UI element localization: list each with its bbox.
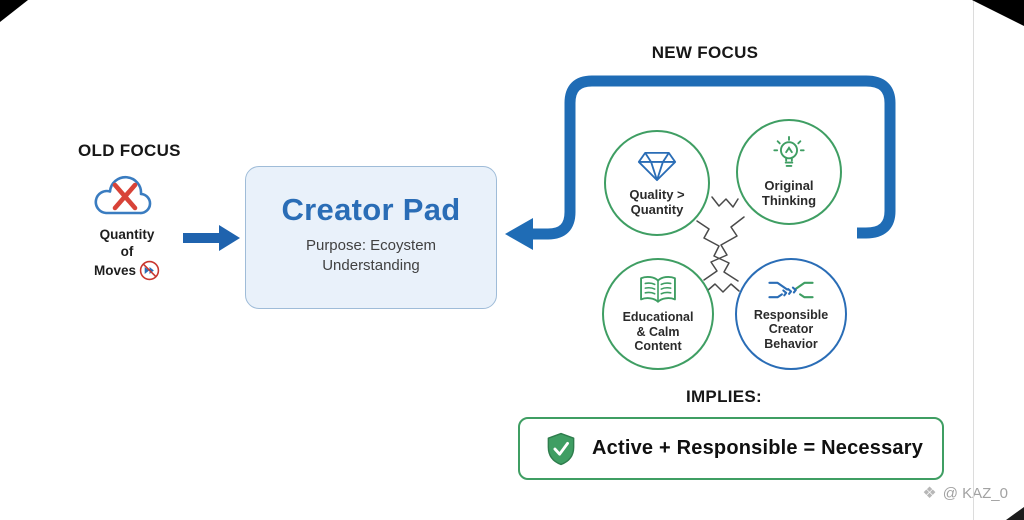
gem-logo-icon: ❖ xyxy=(922,484,937,502)
implies-card: Active + Responsible = Necessary xyxy=(518,417,944,480)
implies-statement: Active + Responsible = Necessary xyxy=(592,437,924,459)
lightbulb-icon xyxy=(771,136,807,174)
no-fast-forward-icon xyxy=(139,260,160,281)
open-book-icon xyxy=(637,274,679,306)
watermark-text: @ KAZ_0 xyxy=(942,485,1008,502)
old-focus-heading: OLD FOCUS xyxy=(78,141,181,160)
creator-pad-title: Creator Pad xyxy=(281,192,461,227)
frame-corner-top-left xyxy=(0,0,28,22)
frame-corner-top-right xyxy=(972,0,1024,26)
watermark: ❖ @ KAZ_0 xyxy=(922,485,1008,502)
focus-circle-quality: Quality > Quantity xyxy=(604,130,710,236)
diamond-icon xyxy=(637,150,677,183)
circle-label: Responsible Creator Behavior xyxy=(753,307,829,351)
caption-line: Quantity xyxy=(99,227,155,242)
focus-circle-educational: Educational & Calm Content xyxy=(602,258,714,370)
circle-label: Educational & Calm Content xyxy=(622,310,694,354)
old-focus-caption: Quantity of Moves xyxy=(78,226,176,281)
circle-label: Original Thinking xyxy=(761,178,817,208)
arrow-right-icon xyxy=(183,221,241,255)
frame-edge-line xyxy=(973,0,974,520)
caption-line: of xyxy=(120,244,134,259)
cloud-x-icon xyxy=(94,173,156,223)
new-focus-heading: NEW FOCUS xyxy=(651,43,759,62)
handshake-icon xyxy=(768,277,814,304)
caption-line: Moves xyxy=(78,260,176,281)
focus-circle-original-thinking: Original Thinking xyxy=(736,119,842,225)
creator-pad-card: Creator Pad Purpose: Ecoystem Understand… xyxy=(245,166,497,309)
creator-pad-subtitle: Purpose: Ecoystem Understanding xyxy=(305,237,437,274)
frame-corner-bottom-right xyxy=(1006,507,1024,520)
circle-label: Quality > Quantity xyxy=(629,186,685,217)
shield-icon xyxy=(546,432,576,466)
implies-heading: IMPLIES: xyxy=(685,387,763,406)
focus-circle-responsible: Responsible Creator Behavior xyxy=(735,258,847,370)
